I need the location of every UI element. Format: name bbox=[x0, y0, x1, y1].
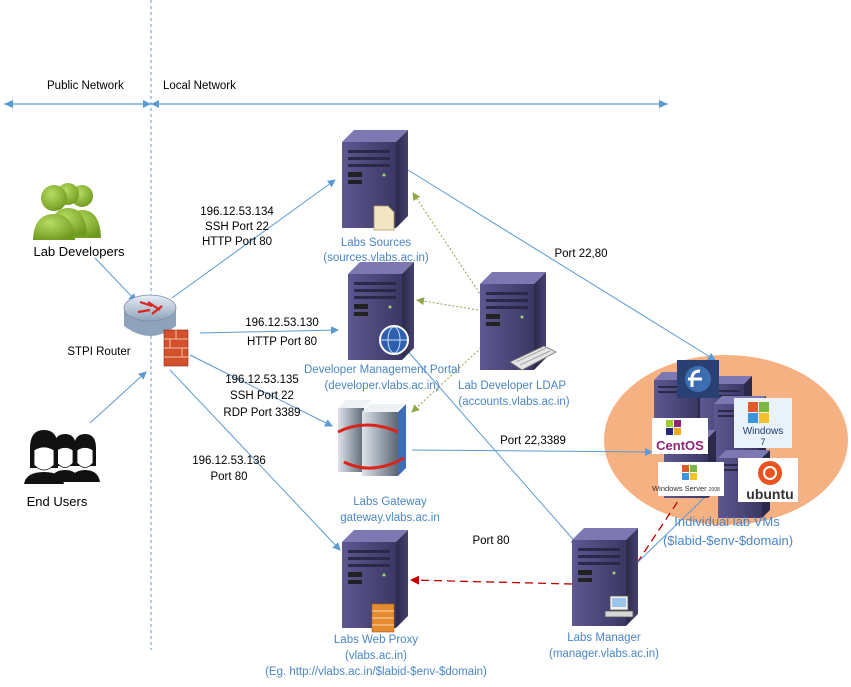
gateway-icon bbox=[337, 400, 406, 476]
svg-text:Windows Server 2008: Windows Server 2008 bbox=[652, 484, 720, 493]
svg-text:196.12.53.134: 196.12.53.134 bbox=[200, 206, 274, 218]
sources-host: (sources.vlabs.ac.in) bbox=[323, 252, 429, 264]
label-gateway-vms: Port 22,3389 bbox=[500, 435, 566, 447]
link-sources-vms bbox=[407, 169, 716, 361]
svg-text:CentOS: CentOS bbox=[656, 438, 704, 453]
label-router-portal: 196.12.53.130 HTTP Port 80 bbox=[245, 317, 319, 348]
proxy-server-icon bbox=[342, 530, 408, 633]
manager-name: Labs Manager bbox=[567, 632, 641, 644]
manager-host: (manager.vlabs.ac.in) bbox=[549, 648, 659, 660]
link-portal-manager bbox=[404, 347, 579, 546]
label-manager-proxy: Port 80 bbox=[472, 535, 509, 547]
ubuntu-logo-icon: ubuntu bbox=[738, 458, 798, 502]
gateway-name: Labs Gateway bbox=[353, 496, 427, 508]
zone-label-public: Public Network bbox=[47, 80, 124, 92]
svg-text:HTTP Port 80: HTTP Port 80 bbox=[247, 336, 317, 348]
ldap-name: Lab Developer LDAP bbox=[458, 380, 566, 392]
link-developers-router bbox=[94, 257, 137, 302]
windows-7-logo-icon: Windows 7 bbox=[734, 398, 792, 448]
sources-name: Labs Sources bbox=[341, 237, 412, 249]
svg-text:Port 80: Port 80 bbox=[210, 471, 247, 483]
ldap-host: (accounts.vlabs.ac.in) bbox=[458, 396, 569, 408]
svg-text:RDP Port 3389: RDP Port 3389 bbox=[223, 407, 300, 419]
svg-text:ubuntu: ubuntu bbox=[746, 486, 793, 502]
manager-server-icon bbox=[572, 528, 638, 626]
end-users-label: End Users bbox=[27, 494, 88, 509]
connection-lines bbox=[89, 169, 716, 551]
link-gateway-vms bbox=[411, 447, 653, 456]
vms-host: ($labid-$env-$domain) bbox=[663, 533, 793, 548]
portal-server-icon bbox=[348, 262, 414, 360]
zone-arrows bbox=[4, 100, 668, 108]
svg-text:196.12.53.130: 196.12.53.130 bbox=[245, 317, 319, 329]
ldap-server-icon bbox=[480, 272, 557, 371]
router-label: STPI Router bbox=[67, 346, 130, 358]
lab-developers-label: Lab Developers bbox=[33, 244, 125, 259]
portal-name: Developer Management Portal bbox=[304, 364, 460, 376]
svg-text:196.12.53.136: 196.12.53.136 bbox=[192, 455, 266, 467]
label-router-proxy: 196.12.53.136 Port 80 bbox=[192, 455, 266, 483]
svg-text:SSH Port 22: SSH Port 22 bbox=[230, 390, 294, 402]
centos-logo-icon: CentOS bbox=[652, 418, 708, 454]
gateway-host: gateway.vlabs.ac.in bbox=[340, 512, 440, 524]
sources-server-icon bbox=[342, 130, 408, 231]
zone-label-local: Local Network bbox=[163, 80, 236, 92]
ldap-links bbox=[411, 192, 485, 413]
proxy-example: (Eg. http://vlabs.ac.in/$labid-$env-$dom… bbox=[265, 666, 487, 678]
svg-text:196.12.53.135: 196.12.53.135 bbox=[225, 374, 299, 386]
windows-server-logo-icon: Windows Server 2008 bbox=[652, 462, 724, 496]
label-router-gateway: 196.12.53.135 SSH Port 22 RDP Port 3389 bbox=[223, 374, 300, 419]
link-router-sources bbox=[171, 179, 336, 299]
router-icon bbox=[123, 294, 189, 367]
end-users-icon bbox=[24, 430, 100, 484]
fedora-logo-icon bbox=[677, 360, 719, 398]
svg-text:HTTP Port 80: HTTP Port 80 bbox=[202, 236, 272, 248]
portal-host: (developer.vlabs.ac.in) bbox=[324, 380, 439, 392]
lab-developers-icon bbox=[33, 183, 101, 240]
link-router-proxy bbox=[169, 369, 341, 551]
link-router-gateway bbox=[189, 354, 333, 427]
svg-text:SSH Port 22: SSH Port 22 bbox=[205, 221, 269, 233]
svg-text:7: 7 bbox=[760, 437, 765, 447]
proxy-name: Labs Web Proxy bbox=[334, 634, 418, 646]
label-sources-vms: Port 22,80 bbox=[554, 248, 607, 260]
vms-name: Individual lab VMs bbox=[674, 514, 780, 529]
link-users-router bbox=[89, 371, 147, 424]
svg-text:Windows: Windows bbox=[743, 426, 784, 437]
proxy-host: (vlabs.ac.in) bbox=[345, 650, 407, 662]
label-router-sources: 196.12.53.134 SSH Port 22 HTTP Port 80 bbox=[200, 206, 274, 248]
link-router-portal bbox=[199, 326, 339, 335]
